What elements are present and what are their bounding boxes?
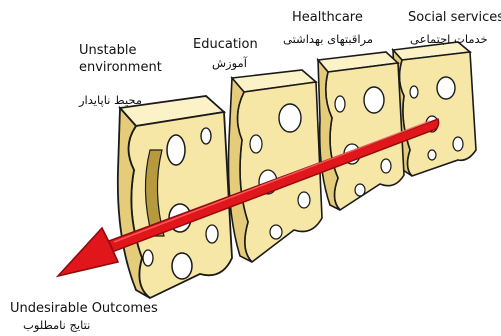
label-unstable-environment: Unstable environment [79, 43, 162, 75]
label-education-fa: آموزش [212, 56, 247, 70]
label-healthcare-fa: مراقبتهای بهداشتی [283, 32, 374, 46]
hole [166, 134, 186, 166]
arrow-highlight [113, 120, 431, 243]
hole [200, 127, 212, 145]
arrowhead [55, 226, 120, 278]
cheese-slice-unstable-environment [116, 95, 233, 300]
hole-tunnel [144, 149, 165, 237]
label-healthcare: Healthcare [292, 10, 363, 25]
hole [278, 103, 302, 133]
label-undesirable-outcomes: Undesirable Outcomes [10, 301, 158, 316]
hole [354, 183, 366, 197]
label-undesirable-outcomes-fa: نتایج نامطلوب [23, 318, 91, 332]
hole [249, 134, 263, 154]
label-social-services: Social services [408, 10, 501, 25]
hole [269, 224, 283, 240]
hole [363, 86, 385, 114]
hazard-arrow [55, 118, 440, 278]
hole [334, 95, 346, 113]
hole [297, 191, 311, 209]
hole [436, 76, 456, 100]
hole [205, 224, 219, 244]
cheese-slice-healthcare [316, 51, 405, 212]
slice-face [398, 51, 477, 177]
slice-side [227, 75, 253, 263]
hole [409, 85, 419, 99]
arrow-shaft [104, 118, 440, 253]
hole [452, 136, 464, 152]
label-education: Education [193, 37, 258, 52]
hole [171, 252, 193, 280]
cheese-slice-social-services [391, 41, 477, 177]
hole [142, 249, 154, 267]
label-social-services-fa: خدمات اجتماعی [410, 32, 488, 46]
hole [380, 158, 392, 174]
cheese-slice-education [227, 69, 323, 264]
label-unstable-environment-fa: محیط ناپایدار [79, 93, 143, 107]
hole [427, 149, 437, 161]
